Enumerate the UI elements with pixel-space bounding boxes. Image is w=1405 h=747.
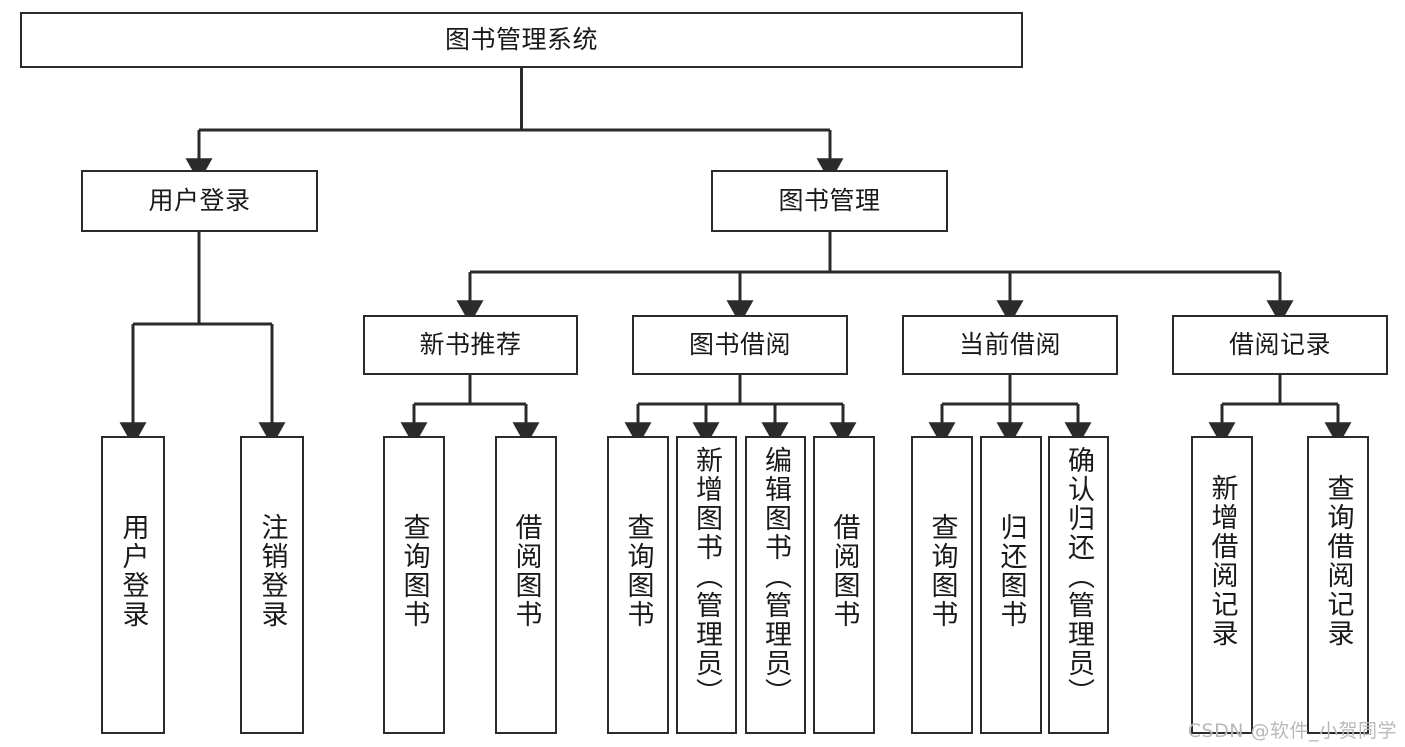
node-book-management-label: 图书管理 <box>778 186 881 215</box>
watermark-text: CSDN @软件_小贺同学 <box>1187 720 1397 742</box>
node-new-book-recommend-label: 新书推荐 <box>419 330 522 359</box>
node-user-login-label: 用户登录 <box>148 186 251 215</box>
node-leaf-add-record-label: 新增借阅记录 <box>1206 474 1238 648</box>
node-leaf-query-record[interactable]: 查询借阅记录 <box>1307 436 1369 734</box>
node-leaf-add-record[interactable]: 新增借阅记录 <box>1191 436 1253 734</box>
node-leaf-user-logout-label: 注销登录 <box>256 513 288 629</box>
node-leaf-borrow-book-2-label: 借阅图书 <box>828 513 860 629</box>
node-leaf-borrow-book-1[interactable]: 借阅图书 <box>495 436 557 734</box>
node-leaf-user-login-label: 用户登录 <box>117 513 149 629</box>
node-book-management[interactable]: 图书管理 <box>711 170 948 232</box>
node-leaf-confirm-return-label: 确认归还（管理员） <box>1063 446 1094 707</box>
node-borrow-record[interactable]: 借阅记录 <box>1172 315 1388 375</box>
node-root[interactable]: 图书管理系统 <box>20 12 1023 68</box>
node-leaf-query-book-2-label: 查询图书 <box>622 513 654 629</box>
node-leaf-query-book-1-label: 查询图书 <box>398 513 430 629</box>
node-current-borrow[interactable]: 当前借阅 <box>902 315 1118 375</box>
node-leaf-borrow-book-1-label: 借阅图书 <box>510 513 542 629</box>
node-book-borrow[interactable]: 图书借阅 <box>632 315 848 375</box>
node-leaf-user-logout[interactable]: 注销登录 <box>240 436 304 734</box>
node-leaf-add-book-label: 新增图书（管理员） <box>691 446 722 707</box>
node-leaf-edit-book[interactable]: 编辑图书（管理员） <box>745 436 806 734</box>
node-borrow-record-label: 借阅记录 <box>1228 330 1331 359</box>
node-book-borrow-label: 图书借阅 <box>688 330 791 359</box>
node-leaf-borrow-book-2[interactable]: 借阅图书 <box>813 436 875 734</box>
node-leaf-confirm-return[interactable]: 确认归还（管理员） <box>1048 436 1109 734</box>
node-leaf-return-book[interactable]: 归还图书 <box>980 436 1042 734</box>
node-new-book-recommend[interactable]: 新书推荐 <box>363 315 578 375</box>
node-leaf-query-book-2[interactable]: 查询图书 <box>607 436 669 734</box>
node-leaf-return-book-label: 归还图书 <box>995 513 1027 629</box>
node-leaf-user-login[interactable]: 用户登录 <box>101 436 165 734</box>
node-leaf-add-book[interactable]: 新增图书（管理员） <box>676 436 737 734</box>
node-user-login[interactable]: 用户登录 <box>81 170 318 232</box>
node-leaf-query-book-3[interactable]: 查询图书 <box>911 436 973 734</box>
node-current-borrow-label: 当前借阅 <box>958 330 1061 359</box>
node-leaf-query-book-3-label: 查询图书 <box>926 513 958 629</box>
node-leaf-query-book-1[interactable]: 查询图书 <box>383 436 445 734</box>
node-root-label: 图书管理系统 <box>444 25 598 54</box>
node-leaf-query-record-label: 查询借阅记录 <box>1322 474 1354 648</box>
node-leaf-edit-book-label: 编辑图书（管理员） <box>760 446 791 707</box>
